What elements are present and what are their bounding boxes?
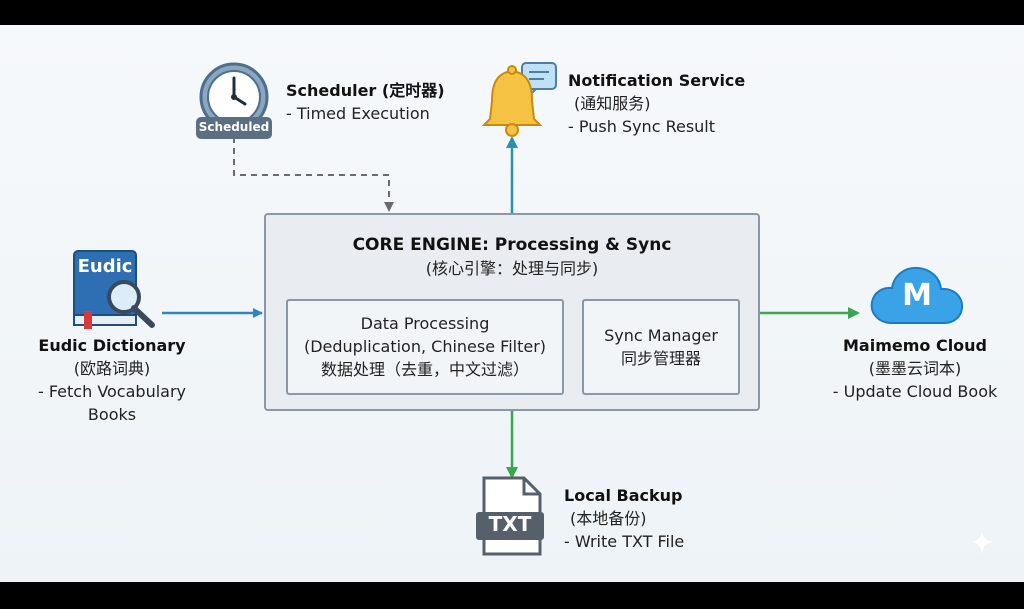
- arrow-scheduler-to-core: [233, 137, 394, 212]
- sync-line1: Sync Manager: [604, 326, 718, 345]
- connector-layer: [162, 136, 860, 479]
- scheduled-badge-label: Scheduled: [198, 120, 270, 134]
- eudic-book-label: Eudic: [77, 256, 133, 277]
- eudic-title: Eudic Dictionary: [38, 336, 186, 355]
- maimemo-title: Maimemo Cloud: [842, 336, 988, 355]
- maimemo-subtitle-cn: (墨墨云词本): [868, 359, 962, 378]
- core-engine-box: CORE ENGINE: Processing & Sync (核心引擎：处理与…: [264, 213, 760, 411]
- bell-icon: [481, 62, 557, 137]
- notification-title: Notification Service: [568, 71, 746, 90]
- eudic-line2: Books: [87, 405, 137, 424]
- data-processing-box: Data Processing (Deduplication, Chinese …: [286, 299, 564, 395]
- processing-line1: Data Processing: [360, 314, 490, 333]
- core-title-cn: (核心引擎：处理与同步): [425, 259, 599, 278]
- processing-line3: 数据处理（去重，中文过滤）: [320, 360, 529, 379]
- txt-file-icon: [476, 476, 544, 556]
- scheduler-title: Scheduler (定时器): [286, 81, 445, 100]
- backup-title: Local Backup: [564, 486, 683, 505]
- txt-file-label: TXT: [488, 512, 532, 536]
- processing-line2: (Deduplication, Chinese Filter): [303, 337, 547, 356]
- dictionary-book-icon: [73, 250, 155, 329]
- diagram-canvas: Scheduled Scheduler (定时器) - Timed Execut…: [0, 25, 1024, 582]
- clock-icon: [196, 62, 272, 139]
- maimemo-subtitle: - Update Cloud Book: [832, 382, 998, 401]
- backup-subtitle: - Write TXT File: [564, 532, 685, 551]
- sync-manager-box: Sync Manager 同步管理器: [582, 299, 740, 395]
- sparkle-icon: [970, 530, 994, 554]
- eudic-subtitle-cn: (欧路词典): [73, 359, 151, 378]
- sync-line2: 同步管理器: [620, 349, 701, 368]
- core-title: CORE ENGINE: Processing & Sync: [352, 235, 672, 255]
- notification-subtitle: - Push Sync Result: [568, 117, 716, 136]
- notification-subtitle-cn: (通知服务): [574, 94, 651, 113]
- backup-subtitle-cn: (本地备份): [570, 509, 647, 528]
- maimemo-logo-letter: M: [902, 278, 932, 313]
- scheduler-subtitle: - Timed Execution: [286, 104, 430, 123]
- eudic-line1: - Fetch Vocabulary: [37, 382, 186, 401]
- cloud-icon: [870, 266, 964, 324]
